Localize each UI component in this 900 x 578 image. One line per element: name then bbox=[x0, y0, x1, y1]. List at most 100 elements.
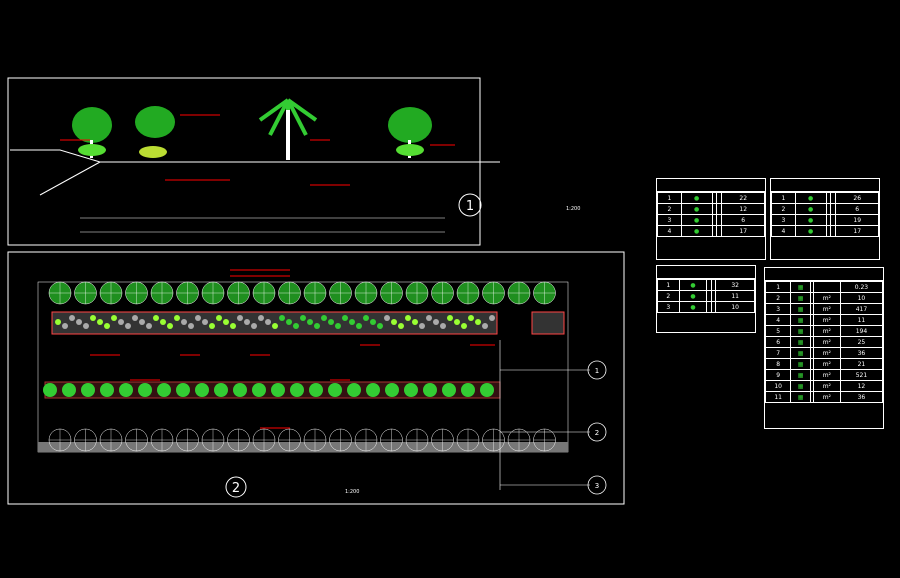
tree-icon bbox=[482, 281, 505, 305]
legend-row: 3●6 bbox=[657, 214, 765, 226]
legend-row: 2●11 bbox=[657, 290, 755, 302]
legend-row: 2●6 bbox=[771, 203, 879, 215]
shrub-icon bbox=[111, 315, 117, 321]
shrub-icon bbox=[55, 319, 61, 325]
tree-icon bbox=[456, 281, 480, 305]
shrub-icon bbox=[356, 323, 362, 329]
shrub-icon bbox=[335, 323, 341, 329]
palm-plan-icon bbox=[81, 383, 95, 397]
legend-cell: 36 bbox=[839, 391, 884, 403]
legend-row: 1▦0.23 bbox=[764, 281, 884, 293]
legend-symbol-icon: ▦ bbox=[790, 281, 811, 293]
legend-symbol-icon: ▦ bbox=[790, 292, 811, 304]
legend-cell: 1 bbox=[771, 192, 796, 204]
shrub-icon bbox=[146, 323, 152, 329]
shrub-icon bbox=[391, 319, 397, 325]
tree-icon bbox=[431, 428, 454, 452]
shrub-icon bbox=[468, 315, 474, 321]
shrub-icon bbox=[153, 315, 159, 321]
legend-cell: 17 bbox=[721, 225, 765, 237]
tree-icon bbox=[405, 428, 429, 452]
legend-symbol-icon: ▦ bbox=[790, 347, 811, 359]
section-marker-number: 3 bbox=[595, 482, 599, 490]
legend-cell: 11 bbox=[715, 290, 755, 302]
legend-symbol-icon: ▦ bbox=[790, 314, 811, 326]
legend-cell: m² bbox=[812, 303, 841, 315]
plan-scale: 1:200 bbox=[345, 489, 359, 495]
shrub-icon bbox=[398, 323, 404, 329]
palm-plan-icon bbox=[233, 383, 247, 397]
legend-cell: 11 bbox=[764, 391, 792, 403]
shrub-icon bbox=[279, 315, 285, 321]
section-tree-icon bbox=[72, 107, 112, 158]
legend-cell: 22 bbox=[721, 192, 765, 204]
legend-cell: 10 bbox=[715, 301, 755, 313]
legend-cell: 4 bbox=[657, 225, 682, 237]
tree-icon bbox=[48, 428, 72, 452]
legend-cell: 10 bbox=[839, 292, 884, 304]
legend-cell: 12 bbox=[839, 380, 884, 392]
shrub-icon bbox=[384, 315, 390, 321]
tree-icon bbox=[380, 428, 403, 452]
tree-icon bbox=[48, 281, 72, 305]
shrub-icon bbox=[447, 315, 453, 321]
shrub-icon bbox=[307, 319, 313, 325]
tree-icon bbox=[99, 281, 123, 305]
section-scale: 1:200 bbox=[566, 206, 580, 212]
legend-cell: 36 bbox=[839, 347, 884, 359]
legend-cell: 2 bbox=[764, 292, 792, 304]
palm-row bbox=[43, 383, 494, 397]
shrub-icon bbox=[293, 323, 299, 329]
legend-cell: 9 bbox=[764, 369, 792, 381]
shrub-icon bbox=[412, 319, 418, 325]
legend-row: 3●19 bbox=[771, 214, 879, 226]
legend-symbol-icon: ▦ bbox=[790, 391, 811, 403]
shrub-icon bbox=[286, 319, 292, 325]
tree-icon bbox=[227, 281, 250, 305]
legend-row: 4●17 bbox=[771, 225, 879, 237]
palm-plan-icon bbox=[195, 383, 209, 397]
legend-cell: m² bbox=[812, 325, 841, 337]
palm-plan-icon bbox=[62, 383, 76, 397]
legend-row: 4●17 bbox=[657, 225, 765, 237]
tree-icon bbox=[354, 281, 378, 305]
shrub-icon bbox=[328, 319, 334, 325]
palm-plan-icon bbox=[157, 383, 171, 397]
legend-cell: 1 bbox=[764, 281, 792, 293]
palm-plan-icon bbox=[100, 383, 114, 397]
legend-symbol-icon: ● bbox=[680, 214, 713, 226]
shrub-icon bbox=[244, 319, 250, 325]
section-marker-number: 2 bbox=[595, 429, 599, 437]
shrub-icon bbox=[209, 323, 215, 329]
tree-icon bbox=[380, 281, 403, 305]
shrub-icon bbox=[419, 323, 425, 329]
shrub-icon bbox=[174, 315, 180, 321]
palm-plan-icon bbox=[138, 383, 152, 397]
legend-cell: 11 bbox=[839, 314, 884, 326]
palm-plan-icon bbox=[328, 383, 342, 397]
shrub-icon bbox=[216, 315, 222, 321]
terrain-line-left bbox=[39, 161, 101, 196]
shrub-icon bbox=[440, 323, 446, 329]
legend-symbol-icon: ▦ bbox=[790, 303, 811, 315]
shrub-icon bbox=[433, 319, 439, 325]
section-tree-icon bbox=[135, 106, 175, 158]
tree-icon bbox=[74, 281, 97, 305]
shrub-icon bbox=[482, 323, 488, 329]
legend-cell: 6 bbox=[721, 214, 765, 226]
section-marker-circle bbox=[587, 475, 607, 495]
tree-icon bbox=[507, 281, 531, 305]
tree-row bbox=[48, 428, 556, 452]
shrub-icon bbox=[349, 319, 355, 325]
shrub-icon bbox=[97, 319, 103, 325]
